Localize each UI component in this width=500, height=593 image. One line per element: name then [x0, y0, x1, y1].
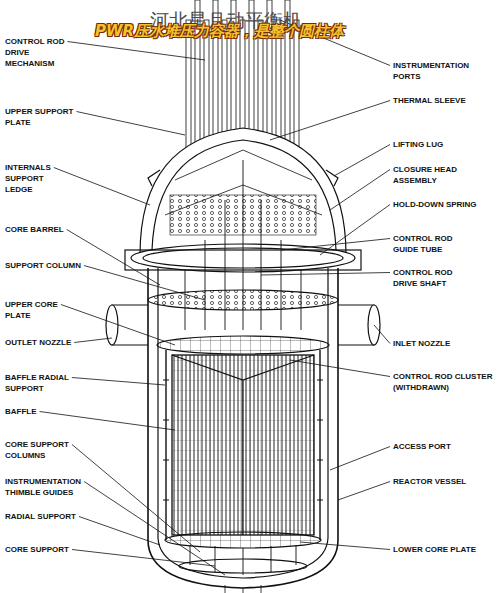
leader-line	[338, 482, 390, 501]
leader-line	[54, 168, 150, 206]
part-label: OUTLET NOZZLE	[5, 337, 85, 348]
leader-line	[74, 338, 112, 343]
part-label: UPPER SUPPORT PLATE	[5, 106, 75, 128]
leader-line	[72, 550, 215, 567]
leader-line	[76, 112, 185, 136]
leader-line	[281, 239, 390, 251]
part-label: REACTOR VESSEL	[393, 476, 483, 487]
leader-line	[72, 445, 200, 553]
part-label: ACCESS PORT	[393, 441, 483, 452]
leader-line	[261, 273, 390, 276]
part-label: CONTROL ROD DRIVE MECHANISM	[5, 36, 75, 69]
part-label: SUPPORT COLUMN	[5, 260, 87, 271]
part-label: CORE SUPPORT COLUMNS	[5, 439, 75, 461]
part-label: CONTROL ROD CLUSTER (WITHDRAWN)	[393, 371, 493, 393]
part-label: BAFFLE RADIAL SUPPORT	[5, 372, 85, 394]
part-label: CONTROL ROD DRIVE SHAFT	[393, 267, 473, 289]
leader-line	[290, 360, 390, 377]
leader-line	[61, 305, 175, 346]
leader-line	[334, 145, 390, 177]
part-label: LIFTING LUG	[393, 139, 483, 150]
part-label: INLET NOZZLE	[393, 338, 483, 349]
part-label: INSTRUMENTATION THIMBLE GUIDES	[5, 476, 100, 498]
part-label: THERMAL SLEEVE	[393, 95, 483, 106]
leader-line	[84, 266, 205, 301]
part-label: HOLD-DOWN SPRING	[393, 199, 488, 210]
part-label: CLOSURE HEAD ASSEMBLY	[393, 164, 473, 186]
part-label: LOWER CORE PLATE	[393, 544, 488, 555]
leader-line	[300, 542, 390, 550]
part-label: UPPER CORE PLATE	[5, 299, 75, 321]
leader-line	[320, 205, 390, 256]
leader-line	[79, 517, 160, 546]
part-label: INTERNALS SUPPORT LEDGE	[5, 162, 65, 195]
part-label: CONTROL ROD GUIDE TUBE	[393, 233, 473, 255]
part-label: CORE SUPPORT	[5, 544, 85, 555]
leader-line	[374, 325, 390, 344]
leader-line	[40, 412, 175, 431]
part-label: CORE BARREL	[5, 224, 85, 235]
part-label: BAFFLE	[5, 406, 85, 417]
leader-line	[84, 482, 225, 576]
overlay-caption: PWR压水堆压力容器，是整个圆柱体	[95, 22, 344, 41]
leader-line	[270, 101, 390, 141]
part-label: RADIAL SUPPORT	[5, 511, 90, 522]
part-label: INSTRUMENTATION PORTS	[393, 60, 483, 82]
leader-line	[330, 170, 390, 211]
leader-line	[67, 230, 160, 286]
leader-line	[72, 378, 165, 386]
leader-line	[67, 42, 205, 61]
leader-line	[330, 447, 390, 471]
